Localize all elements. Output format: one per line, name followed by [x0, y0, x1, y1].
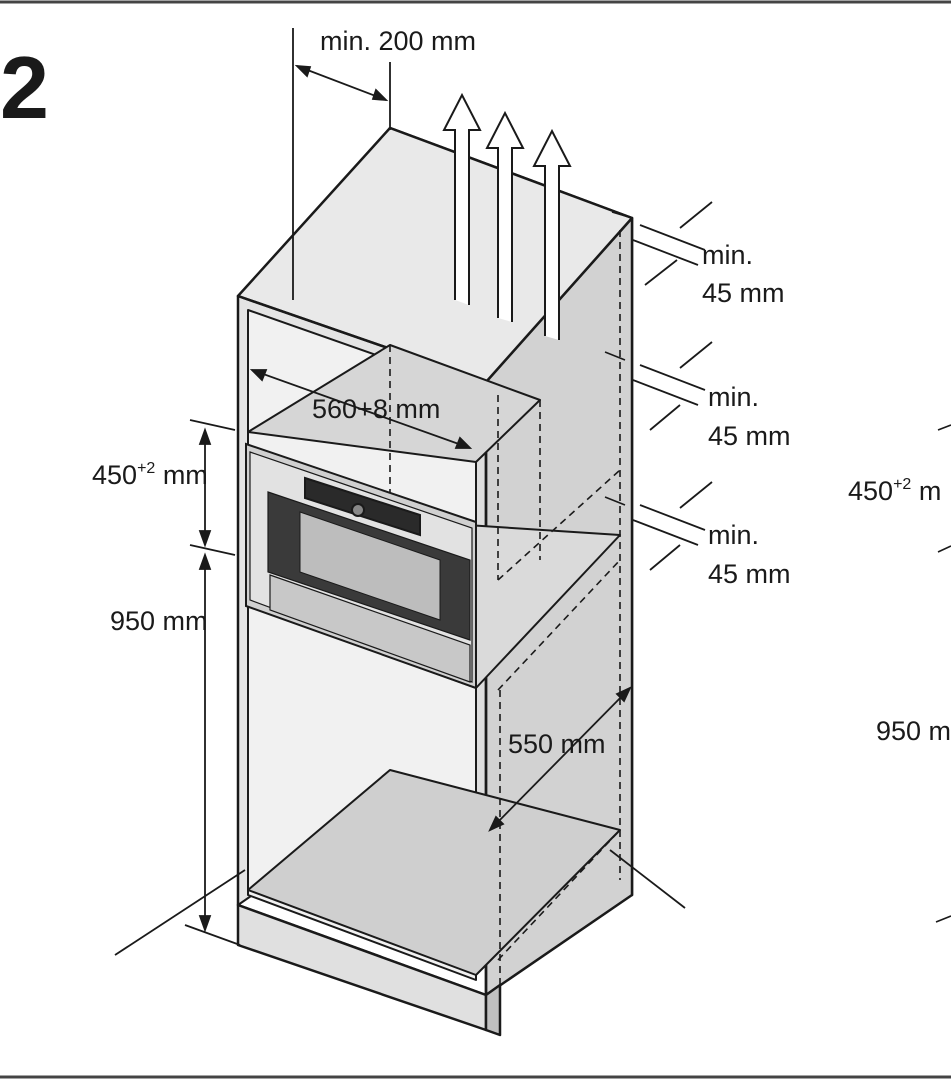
dimension-labels: min. 200 mm min. 45 mm min. 45 mm min. 4…	[92, 26, 951, 759]
niche-height-sup: +2	[137, 460, 155, 477]
niche-height-label: 450+2 mm	[92, 460, 208, 490]
vent-gap-2-label-b: 45 mm	[708, 421, 791, 451]
right-partial-floor-label: 950 m	[876, 716, 951, 746]
airflow-arrow-1	[442, 92, 482, 305]
right-partial-height-sup: +2	[893, 476, 911, 493]
vent-gap-3-label-a: min.	[708, 520, 759, 550]
niche-height-base: 450	[92, 460, 137, 490]
dimension-lines	[114, 28, 713, 956]
appliance-drip-tray	[269, 574, 471, 683]
vent-gap-2-label-a: min.	[708, 382, 759, 412]
floor-height-label: 950 mm	[110, 606, 208, 636]
niche-width-label: 560+8 mm	[312, 394, 440, 424]
vent-slits	[604, 211, 633, 506]
vent-gap-1-label-a: min.	[702, 240, 753, 270]
right-partial-marks	[935, 424, 951, 923]
cabinet-plinth-side	[484, 983, 502, 1037]
hidden-lines	[389, 230, 621, 1030]
right-partial-height-base: 450	[848, 476, 893, 506]
top-clearance-label: min. 200 mm	[320, 26, 476, 56]
airflow-arrows	[442, 92, 572, 340]
airflow-arrow-2	[485, 110, 525, 322]
right-partial-height-label: 450+2 m	[848, 476, 941, 506]
vent-gap-1-label-b: 45 mm	[702, 278, 785, 308]
right-partial-height-unit: m	[911, 476, 941, 506]
figure-number: 2	[0, 38, 49, 137]
niche-height-unit: mm	[155, 460, 207, 490]
vent-gap-3-label-b: 45 mm	[708, 559, 791, 589]
built-in-appliance	[245, 442, 477, 690]
airflow-arrow-3	[532, 128, 572, 340]
depth-label: 550 mm	[508, 729, 606, 759]
appliance-dispenser-inner	[299, 511, 441, 621]
appliance-knob	[351, 503, 365, 517]
